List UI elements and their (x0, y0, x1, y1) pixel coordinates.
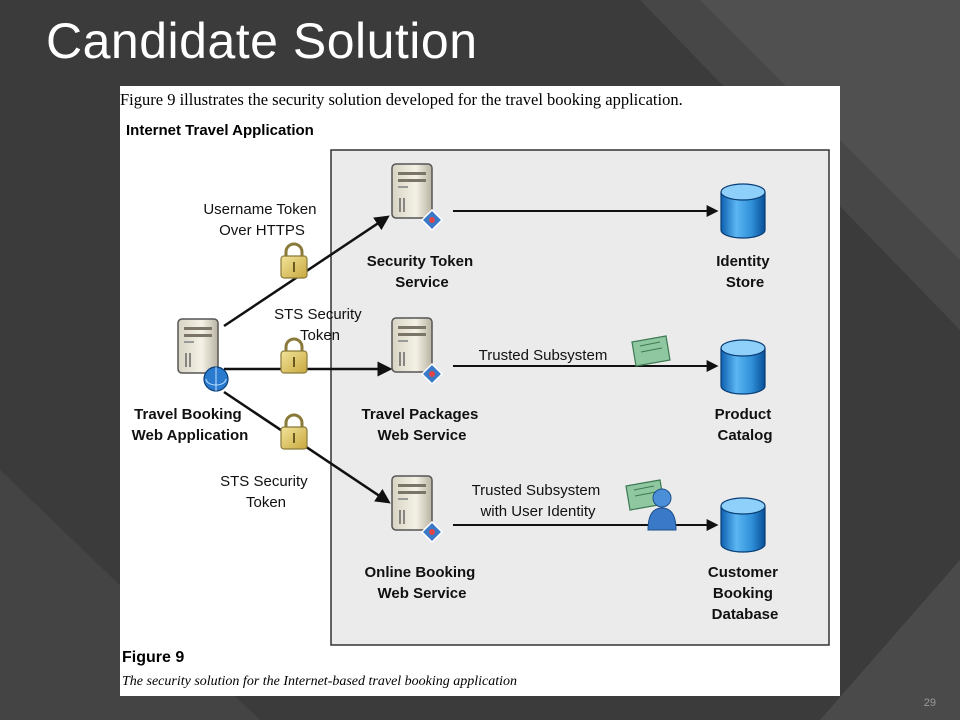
product-catalog-database-icon (720, 339, 766, 395)
edge-label-trusted-subsystem-user-identity: Trusted Subsystem with User Identity (472, 482, 605, 520)
figure-caption: The security solution for the Internet-b… (122, 674, 518, 689)
node-label-customer-booking-database: Customer Booking Database (708, 564, 782, 623)
node-label-security-token-service: Security Token Service (367, 253, 478, 291)
node-label-product-catalog: Product Catalog (715, 406, 776, 444)
architecture-diagram: Travel Booking Web Application Security … (132, 149, 830, 646)
page-number: 29 (923, 697, 936, 709)
customer-booking-database-icon (720, 497, 766, 553)
padlock-icon (279, 242, 309, 280)
certificate-icon (631, 335, 671, 367)
edge-label-sts-token-bottom: STS Security Token (220, 473, 312, 511)
identity-store-database-icon (720, 183, 766, 239)
travel-booking-web-app-server-icon (177, 318, 229, 392)
figure-label: Figure 9 (122, 649, 185, 666)
figure-intro-text: Figure 9 illustrates the security soluti… (120, 90, 683, 109)
padlock-icon (279, 337, 309, 375)
edge-label-sts-token-middle: STS Security Token (274, 306, 366, 344)
figure-panel: Figure 9 illustrates the security soluti… (120, 86, 840, 696)
edge-label-trusted-subsystem: Trusted Subsystem (479, 347, 608, 364)
node-label-online-booking: Online Booking Web Service (364, 564, 479, 602)
node-label-travel-packages: Travel Packages Web Service (362, 406, 483, 444)
edge-label-username-token: Username Token Over HTTPS (203, 201, 320, 239)
node-label-identity-store: Identity Store (716, 253, 774, 291)
node-label-web-app: Travel Booking Web Application (132, 406, 249, 444)
slide-title: Candidate Solution (46, 13, 478, 69)
user-identity-icon (647, 488, 677, 531)
diagram-title: Internet Travel Application (126, 122, 314, 139)
padlock-icon (279, 413, 309, 451)
